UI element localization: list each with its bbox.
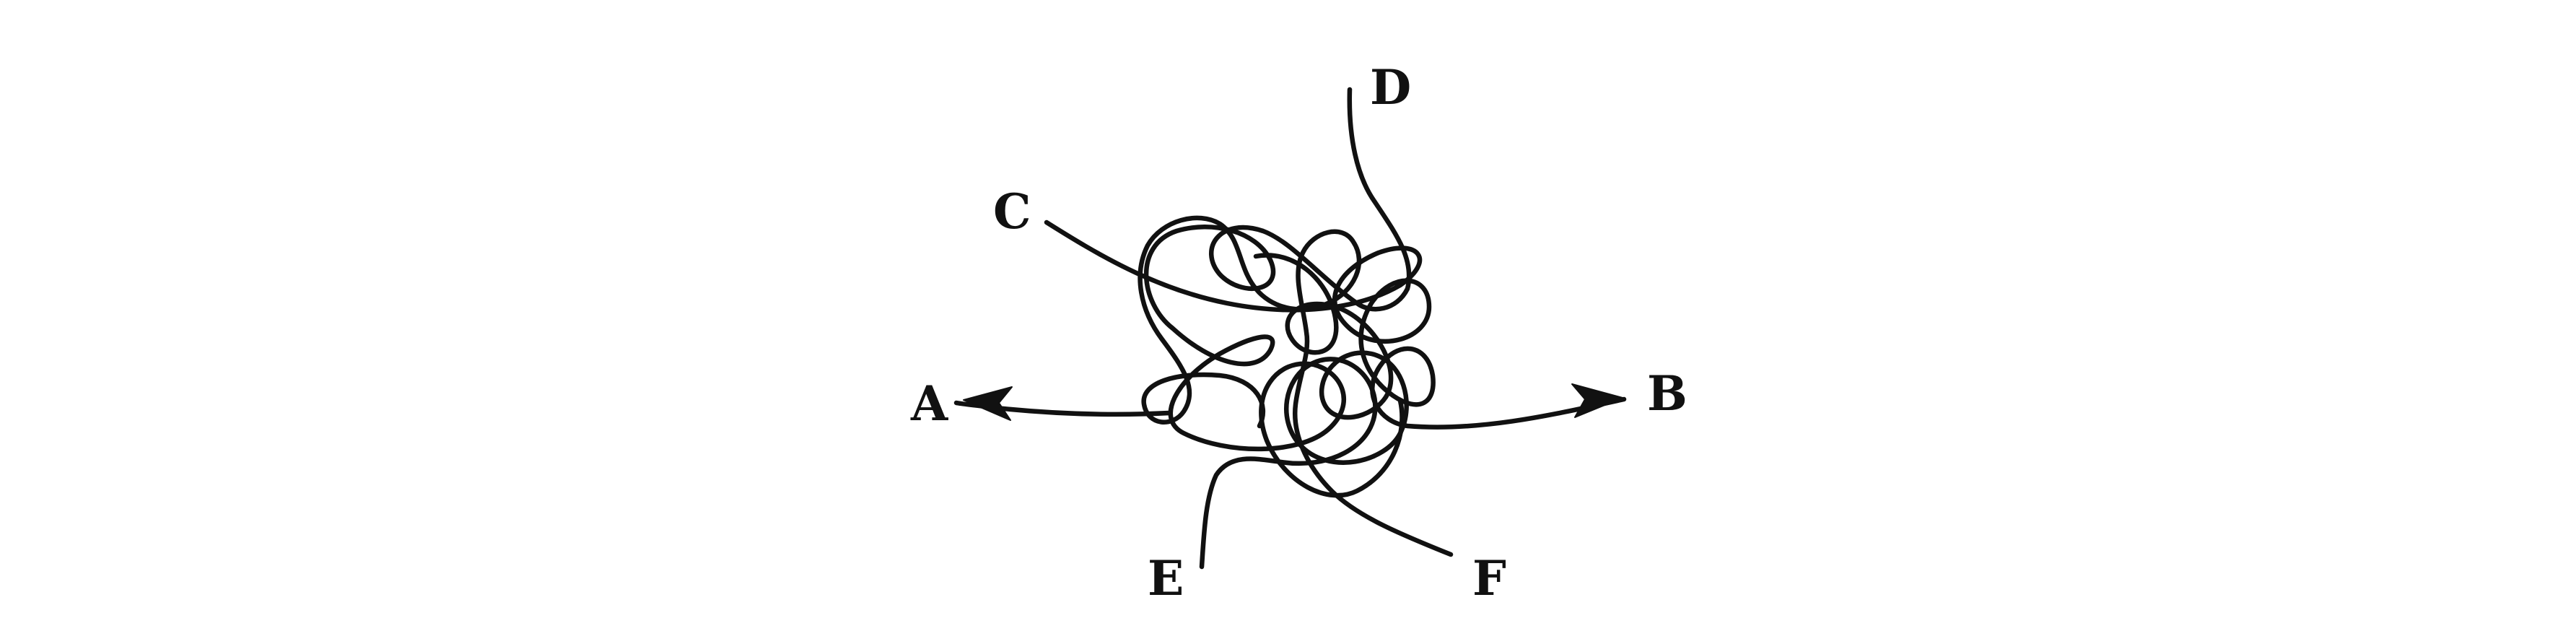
tangle-strand-e [1199, 253, 1409, 570]
tangle-strand-d [1143, 87, 1412, 498]
label-b: B [1647, 365, 1688, 422]
label-e: E [1148, 550, 1184, 606]
arrowhead-b [1571, 383, 1623, 418]
label-a: A [910, 375, 948, 432]
tangle-strand-f [1138, 215, 1454, 557]
tangle-strand-to-a [953, 400, 1172, 417]
label-f: F [1472, 550, 1506, 606]
arrowhead-a [963, 386, 1013, 421]
label-c: C [993, 183, 1031, 240]
label-d: D [1370, 59, 1411, 116]
